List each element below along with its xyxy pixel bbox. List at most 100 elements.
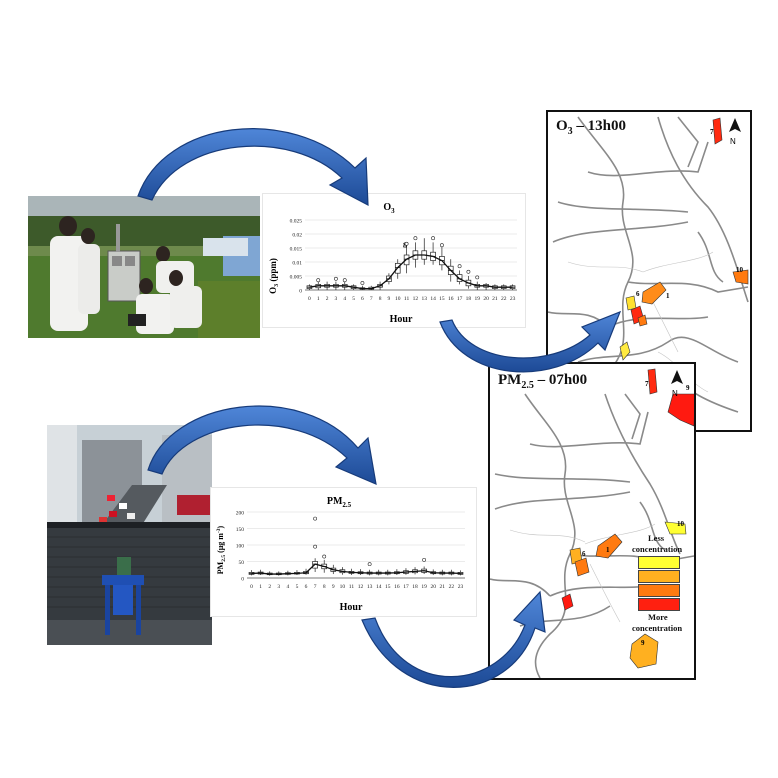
x-tick-label: 9 — [388, 296, 391, 302]
x-tick-label: 21 — [492, 296, 498, 302]
x-tick-label: 18 — [466, 296, 472, 302]
pm-x-axis-label: Hour — [340, 602, 363, 613]
median-trend-line — [309, 254, 513, 290]
x-tick-label: 6 — [361, 296, 364, 302]
x-tick-label: 13 — [422, 296, 428, 302]
map-pm-zone-9-top — [667, 393, 696, 427]
x-tick-label: 19 — [475, 296, 481, 302]
x-tick-label: 17 — [457, 296, 463, 302]
x-tick-label: 21 — [440, 584, 446, 590]
x-tick-label: 7 — [370, 296, 373, 302]
x-tick-label: 13 — [367, 584, 373, 590]
y-tick-label: 50 — [239, 560, 245, 566]
outlier-point — [313, 544, 318, 549]
x-tick-label: 3 — [335, 296, 338, 302]
x-tick-label: 22 — [501, 296, 507, 302]
legend-swatch-2 — [638, 570, 680, 583]
y-tick-label: 0.025 — [290, 219, 303, 225]
x-tick-label: 6 — [305, 584, 308, 590]
x-tick-label: 8 — [323, 584, 326, 590]
x-tick-label: 11 — [404, 296, 410, 302]
x-tick-label: 19 — [421, 584, 427, 590]
x-tick-label: 5 — [352, 296, 355, 302]
o3-y-axis-label: O3 (ppm) — [268, 258, 280, 294]
x-tick-label: 17 — [403, 584, 409, 590]
y-tick-label: 0.02 — [292, 233, 302, 239]
o3-marker-label: 8 — [403, 241, 407, 250]
map-pm-label-9-top: 9 — [686, 384, 690, 392]
o3-boxplot-chart: O3 O3 (ppm) Hour 8 00.0050.010.0150.020.… — [268, 202, 517, 325]
map-pm-label-9-bottom: 9 — [641, 639, 645, 647]
map-o3-zone-south — [619, 341, 631, 361]
outlier-point — [475, 275, 480, 280]
x-tick-label: 1 — [317, 296, 320, 302]
map-o3-zone-orange — [637, 314, 648, 327]
x-tick-label: 22 — [449, 584, 455, 590]
x-tick-label: 15 — [439, 296, 445, 302]
x-tick-label: 1 — [259, 584, 262, 590]
outlier-point — [334, 276, 338, 281]
y-tick-label: 0.005 — [290, 275, 303, 281]
photo-street-monitoring-illustration — [47, 425, 212, 645]
map-o3-zone-1 — [641, 281, 667, 305]
map-o3-zone-6 — [625, 295, 637, 311]
x-tick-label: 10 — [340, 584, 346, 590]
x-tick-label: 11 — [349, 584, 355, 590]
north-arrow-icon: N — [671, 370, 683, 398]
pm-chart-title: PM2.5 — [327, 496, 352, 509]
x-tick-label: 16 — [394, 584, 400, 590]
legend-less-label: Less — [648, 533, 665, 543]
outlier-point — [431, 236, 435, 241]
outlier-point — [466, 269, 471, 274]
x-tick-label: 2 — [268, 584, 271, 590]
north-arrow-icon: N — [729, 118, 741, 146]
y-tick-label: 150 — [236, 527, 245, 533]
outlier-point — [322, 554, 327, 559]
x-tick-label: 12 — [413, 296, 419, 302]
map-pm-zone-1 — [595, 533, 623, 559]
y-tick-label: 100 — [236, 544, 245, 550]
x-tick-label: 20 — [430, 584, 436, 590]
map-o3-label-7: 7 — [710, 128, 714, 136]
x-tick-label: 10 — [395, 296, 401, 302]
y-tick-label: 0 — [241, 577, 244, 583]
x-tick-label: 4 — [287, 584, 290, 590]
map-pm-panel: PM2.5 – 07h00 1 6 7 9 — [488, 362, 696, 680]
legend-more-concentration: concentration — [632, 623, 683, 633]
outlier-point — [342, 278, 347, 283]
x-tick-label: 18 — [412, 584, 418, 590]
outlier-point — [367, 562, 372, 567]
map-o3-title: O3 – 13h00 — [556, 118, 627, 137]
map-pm-label-10: 10 — [677, 520, 685, 528]
map-pm-label-6: 6 — [582, 550, 586, 558]
outlier-point — [422, 557, 427, 562]
y-tick-label: 0 — [299, 289, 302, 295]
x-tick-label: 9 — [332, 584, 335, 590]
x-tick-label: 14 — [376, 584, 382, 590]
svg-text:N: N — [730, 137, 736, 146]
svg-text:N: N — [672, 389, 678, 398]
outlier-point — [404, 241, 409, 246]
y-tick-label: 200 — [236, 511, 245, 517]
o3-chart-title: O3 — [383, 202, 395, 215]
x-tick-label: 0 — [250, 584, 253, 590]
legend-less-concentration: concentration — [632, 544, 683, 554]
o3-x-axis-label: Hour — [390, 314, 413, 325]
map-o3-label-1: 1 — [666, 292, 670, 300]
median-trend-line — [251, 563, 461, 575]
x-tick-label: 23 — [458, 584, 464, 590]
x-tick-label: 16 — [448, 296, 454, 302]
outlier-point — [457, 264, 462, 269]
map-pm-zone-10 — [664, 521, 687, 535]
pm-y-axis-label: PM2.5 (μg m-3) — [216, 525, 227, 574]
map-pm-zone-7 — [647, 368, 658, 395]
x-tick-label: 4 — [343, 296, 346, 302]
x-tick-label: 2 — [326, 296, 329, 302]
x-tick-label: 14 — [430, 296, 436, 302]
x-tick-label: 8 — [379, 296, 382, 302]
map-pm-label-7: 7 — [645, 380, 649, 388]
outlier-point — [413, 236, 418, 241]
